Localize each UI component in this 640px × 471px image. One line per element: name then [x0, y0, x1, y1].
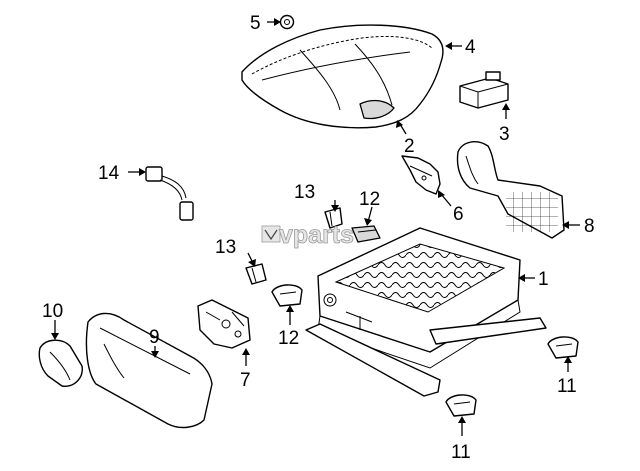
callout-7: 7	[240, 370, 251, 391]
part-1-seat-frame[interactable]	[305, 227, 547, 397]
callout-11b: 11	[451, 442, 471, 463]
callout-12a: 12	[359, 189, 380, 210]
callout-10: 10	[42, 301, 63, 322]
part-11b-cap[interactable]	[445, 394, 477, 417]
callout-13a: 13	[294, 182, 315, 203]
part-12b-bushing[interactable]	[271, 284, 303, 307]
part-14-harness[interactable]	[145, 166, 194, 221]
callout-14: 14	[98, 163, 120, 184]
callout-12b: 12	[278, 328, 299, 349]
callout-1: 1	[538, 269, 549, 290]
part-11a-cap[interactable]	[547, 336, 579, 359]
callout-4: 4	[465, 37, 476, 58]
part-10-knob-cover[interactable]	[38, 339, 83, 387]
callout-3: 3	[499, 124, 510, 145]
callout-6: 6	[453, 204, 464, 225]
callout-8: 8	[584, 216, 595, 237]
part-6-bracket[interactable]	[401, 155, 441, 195]
part-13b-clip[interactable]	[245, 263, 267, 285]
part-3-connector[interactable]	[459, 71, 509, 109]
part-12a-bushing[interactable]	[351, 225, 381, 243]
callout-11a: 11	[557, 376, 577, 397]
part-5-clip[interactable]	[279, 14, 295, 30]
leader-lines	[51, 18, 580, 436]
callout-9: 9	[149, 327, 160, 348]
callout-2: 2	[404, 136, 415, 157]
callout-5: 5	[250, 13, 261, 34]
part-8-side-shield[interactable]	[456, 141, 565, 239]
part-9-side-panel[interactable]	[85, 312, 213, 429]
watermark-text: vparts	[279, 221, 354, 249]
vparts-watermark: vparts	[261, 221, 354, 249]
callout-13b: 13	[215, 237, 236, 258]
part-7-recliner-bracket[interactable]	[197, 299, 251, 349]
part-4-cushion-cover[interactable]	[241, 24, 444, 129]
